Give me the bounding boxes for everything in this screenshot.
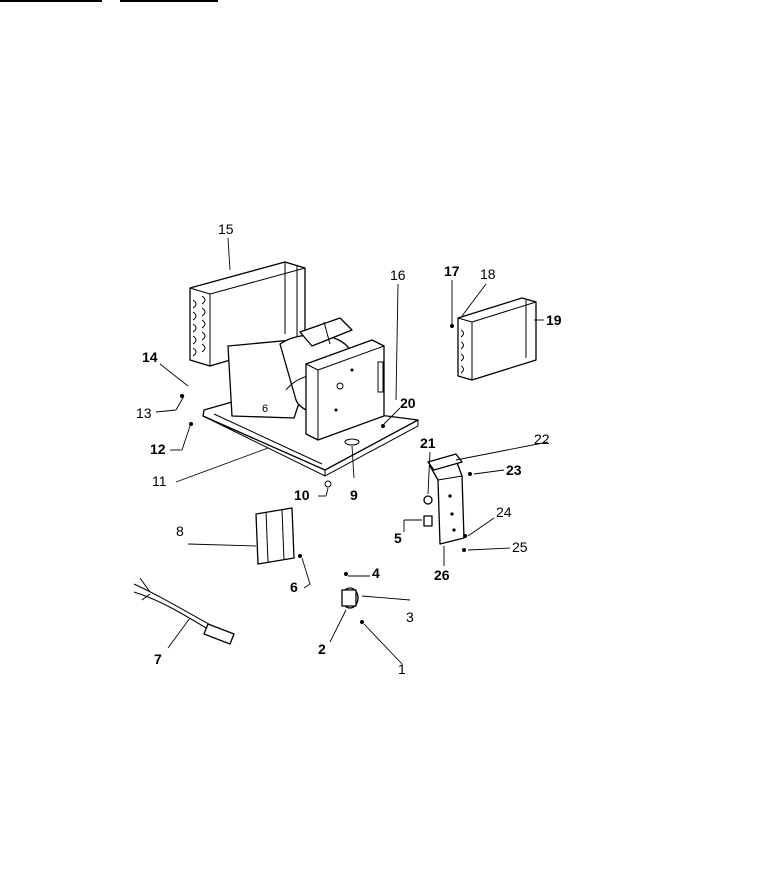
label-18: 18 [480,266,496,282]
label-10: 10 [294,487,310,503]
label-11: 11 [152,473,167,489]
label-6: 6 [290,579,298,595]
leader-lines [155,237,549,665]
label-4: 4 [372,565,380,581]
label-14: 14 [142,349,158,365]
label-20: 20 [400,395,416,411]
evaporator-coil [457,297,537,381]
fasteners [180,324,472,558]
label-15: 15 [218,221,234,237]
bracket-8 [255,507,295,565]
label-21: 21 [420,435,436,451]
control-bracket [427,453,465,545]
housing-mark: 6 [262,403,268,415]
partition-bulkhead [305,339,385,441]
power-cord [133,577,235,645]
label-9: 9 [350,487,358,503]
label-25: 25 [512,539,528,555]
label-5: 5 [394,530,402,546]
label-3: 3 [406,609,414,625]
label-26: 26 [434,567,450,583]
label-8: 8 [176,523,184,539]
label-23: 23 [506,462,522,478]
label-19: 19 [546,312,562,328]
label-2: 2 [318,641,326,657]
label-24: 24 [496,504,512,520]
label-17: 17 [444,263,460,279]
label-1: 1 [398,661,406,677]
capacitor [341,572,364,624]
label-16: 16 [390,267,406,283]
label-7: 7 [154,651,162,667]
label-13: 13 [136,405,152,421]
label-22: 22 [534,431,550,447]
part-labels: 15 16 17 18 19 20 14 13 12 11 10 9 21 22… [136,221,562,677]
label-12: 12 [150,441,166,457]
condenser-coil [189,261,306,367]
